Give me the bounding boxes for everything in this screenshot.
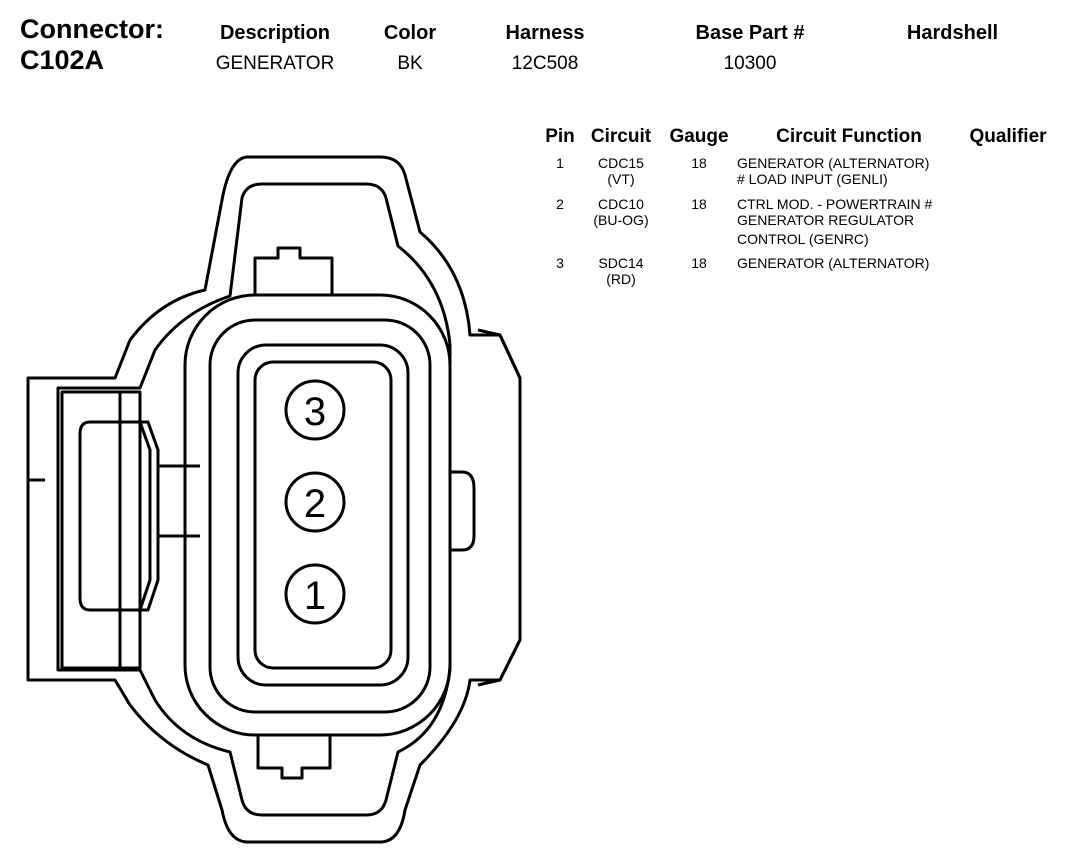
row1-circuit-code: CDC15 [598,155,644,171]
row1-pin: 1 [556,155,564,171]
row3-circuit-code: SDC14 [598,255,644,271]
row2-circuit-code: CDC10 [598,196,644,212]
right-tab [477,328,522,687]
th-gauge: Gauge [669,126,729,147]
pin-markers [284,379,346,625]
row3-function-line1: GENERATOR (ALTERNATOR) [737,255,930,271]
header-color: Color [383,22,437,44]
row2-circuit-color: (BU-OG) [593,212,649,228]
row2-pin: 2 [556,196,564,212]
row2-function-line2: GENERATOR REGULATOR [737,212,915,228]
row1-gauge: 18 [691,155,707,171]
row1-function-line1: GENERATOR (ALTERNATOR) [737,155,930,171]
pin-1-circle [284,563,346,625]
connector-id: C102A [20,45,105,75]
row3-circuit-color: (RD) [606,271,636,287]
header-base-part: Base Part # [695,22,805,44]
housing-inner-rim [56,182,452,817]
row2-function-line1: CTRL MOD. - POWERTRAIN # [737,196,933,212]
latch-lock [112,420,152,612]
pin-3-circle [284,379,346,441]
row1-circuit-color: (VT) [607,171,635,187]
th-circuit-function: Circuit Function [776,126,922,147]
value-base-part: 10300 [723,53,777,74]
top-key [253,246,334,295]
row1-function-line2: # LOAD INPUT (GENLI) [737,171,888,187]
terminal-cavity-shell [208,318,432,714]
pin-1-label: 1 [304,574,326,618]
housing-outline [26,155,522,844]
header-description: Description [219,22,331,44]
pin-3-label: 3 [304,390,326,434]
row3-gauge: 18 [691,255,707,271]
row2-function-line3: CONTROL (GENRC) [737,231,869,247]
row2-gauge: 18 [691,196,707,212]
pin-2-circle [284,471,346,533]
connector-label: Connector: [20,14,164,44]
pin-2-label: 2 [304,482,326,526]
value-harness: 12C508 [511,53,579,74]
row3-pin: 3 [556,255,564,271]
value-color: BK [397,53,423,74]
bottom-key [256,735,332,780]
th-circuit: Circuit [590,126,652,147]
th-pin: Pin [545,126,575,147]
value-description: GENERATOR [215,53,335,74]
th-qualifier: Qualifier [969,126,1047,147]
latch-outer [60,390,142,670]
terminal-cavity-inner [253,360,393,670]
header-hardshell: Hardshell [906,22,999,44]
terminal-cavity-mid [236,343,410,687]
terminal-cavity-outer [183,293,452,737]
right-key [450,470,476,552]
header-harness: Harness [505,22,585,44]
